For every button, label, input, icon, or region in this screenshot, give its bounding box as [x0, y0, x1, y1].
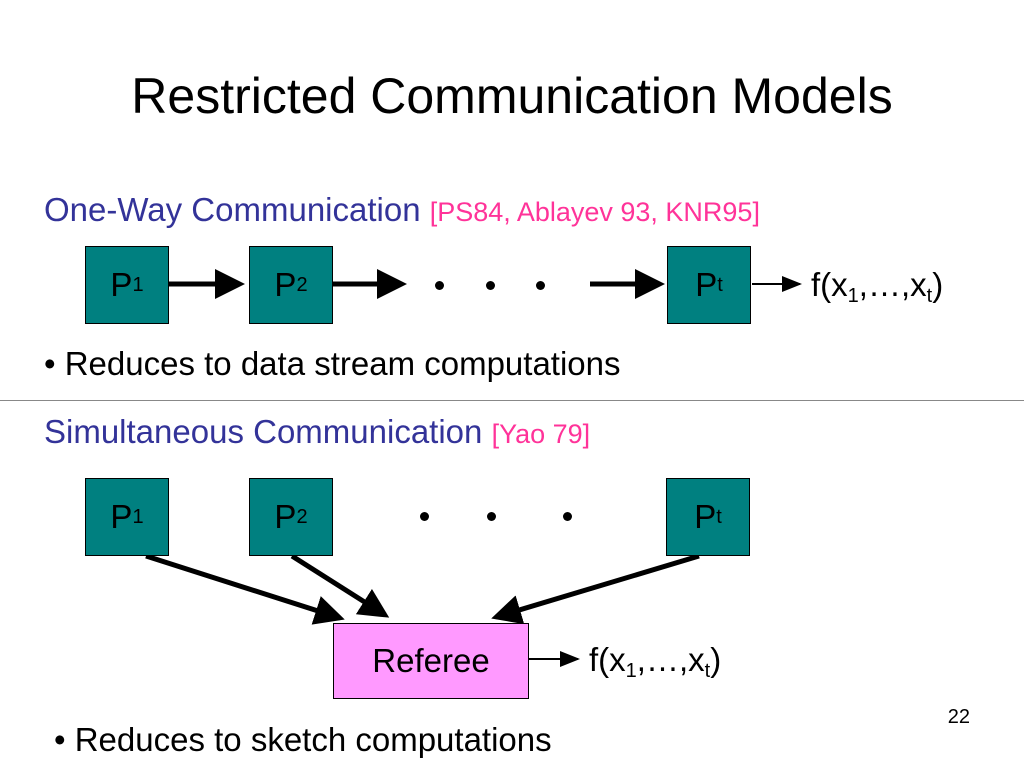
fx-part: f(x [811, 266, 848, 303]
fx-part: ,…,x [858, 266, 927, 303]
ellipsis-dot [536, 281, 545, 290]
one-way-heading-text: One-Way Communication [44, 191, 421, 228]
page-number: 22 [947, 706, 970, 728]
arrow-p1-to-referee [145, 553, 345, 625]
party-label: P [694, 498, 717, 535]
simultaneous-heading: Simultaneous Communication [Yao 79] [44, 412, 590, 454]
fx-subscript: 1 [625, 660, 637, 682]
one-way-bullet: • Reduces to data stream computations [44, 345, 621, 382]
fx-subscript: t [704, 660, 711, 682]
simultaneous-output-function: f(x1,…,xt) [589, 641, 722, 682]
section-divider [0, 400, 1024, 401]
slide-title: Restricted Communication Models [131, 68, 893, 124]
ellipsis-dot [486, 281, 495, 290]
referee-label: Referee [372, 642, 490, 679]
one-way-output-function: f(x1,…,xt) [811, 266, 944, 307]
fx-part: ,…,x [636, 641, 705, 678]
simultaneous-bullet: • Reduces to sketch computations [54, 721, 552, 758]
arrow-p2-to-referee [290, 553, 390, 618]
ellipsis-dot [563, 512, 572, 521]
fx-part: ) [932, 266, 944, 303]
ellipsis-dot [420, 512, 429, 521]
party-label: P [274, 266, 297, 303]
arrow-pt-to-referee [491, 553, 700, 625]
party-label: P [110, 266, 133, 303]
fx-subscript: t [926, 285, 933, 307]
party-label: P [695, 266, 718, 303]
simultaneous-heading-text: Simultaneous Communication [44, 413, 483, 450]
fx-subscript: 1 [847, 285, 859, 307]
ellipsis-dot [487, 512, 496, 521]
referee-box: Referee [333, 623, 529, 699]
party-label: P [110, 498, 133, 535]
fx-part: ) [710, 641, 722, 678]
one-way-citation: [PS84, Ablayev 93, KNR95] [429, 197, 760, 227]
fx-part: f(x [589, 641, 626, 678]
party-label: P [274, 498, 297, 535]
one-way-heading: One-Way Communication [PS84, Ablayev 93,… [44, 190, 760, 232]
simultaneous-citation: [Yao 79] [491, 419, 591, 449]
ellipsis-dot [435, 281, 444, 290]
